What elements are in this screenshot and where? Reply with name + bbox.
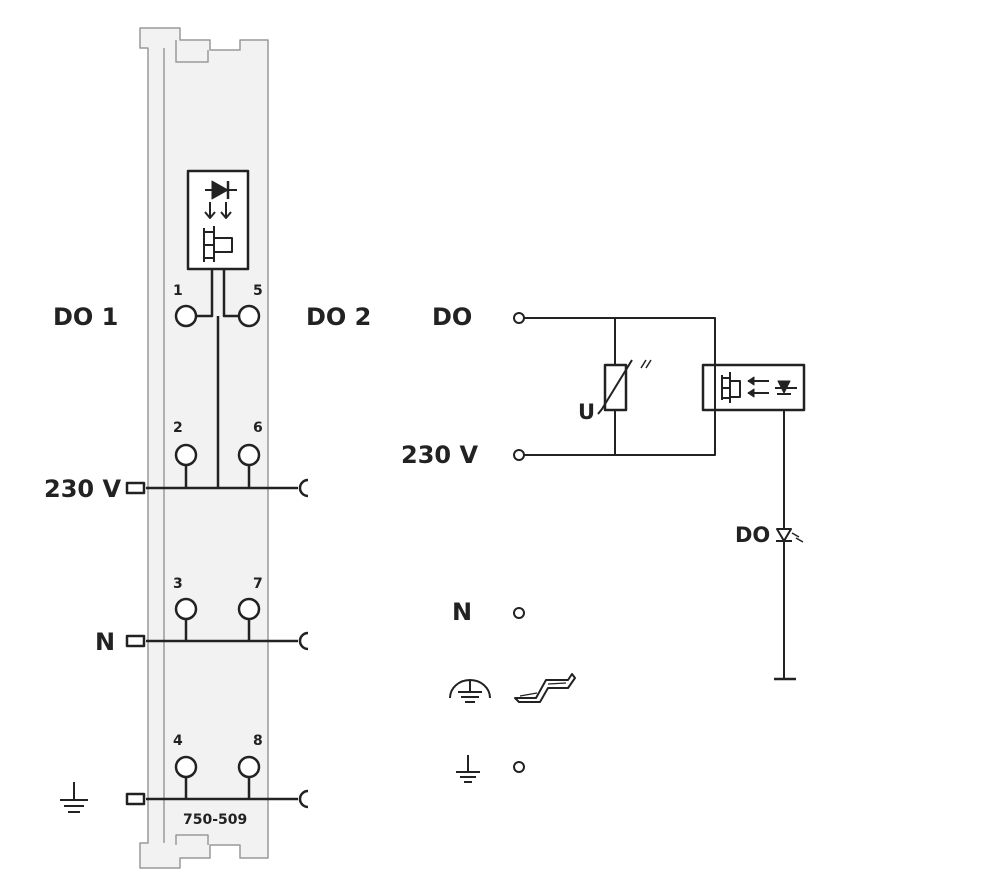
label-230v-module: 230 V xyxy=(44,475,121,503)
schematic-circuit xyxy=(513,312,806,773)
terminal-number: 4 xyxy=(173,733,183,749)
relay-symbol xyxy=(186,169,250,300)
terminal-leads-top xyxy=(195,300,240,488)
terminal-circles xyxy=(174,304,261,779)
label-n-schematic: N xyxy=(452,598,472,626)
label-do2: DO 2 xyxy=(306,303,371,331)
bus-lines xyxy=(125,465,309,809)
label-do-schematic: DO xyxy=(432,303,472,331)
ground-icon xyxy=(60,782,88,813)
din-rail-icon xyxy=(514,673,576,703)
label-do1: DO 1 xyxy=(53,303,118,331)
terminal-number: 5 xyxy=(253,283,263,299)
terminal-number: 1 xyxy=(173,283,183,299)
label-230v-schematic: 230 V xyxy=(401,441,478,469)
label-varistor: U xyxy=(578,400,595,424)
label-led-do: DO xyxy=(735,523,770,547)
terminal-number: 8 xyxy=(253,733,263,749)
label-n-module: N xyxy=(95,628,115,656)
terminal-number: 3 xyxy=(173,576,183,592)
terminal-number: 7 xyxy=(253,576,263,592)
article-number: 750-509 xyxy=(183,812,247,828)
terminal-number: 2 xyxy=(173,420,183,436)
protective-earth-icon xyxy=(449,679,491,703)
terminal-number: 6 xyxy=(253,420,263,436)
functional-earth-icon xyxy=(456,755,480,783)
